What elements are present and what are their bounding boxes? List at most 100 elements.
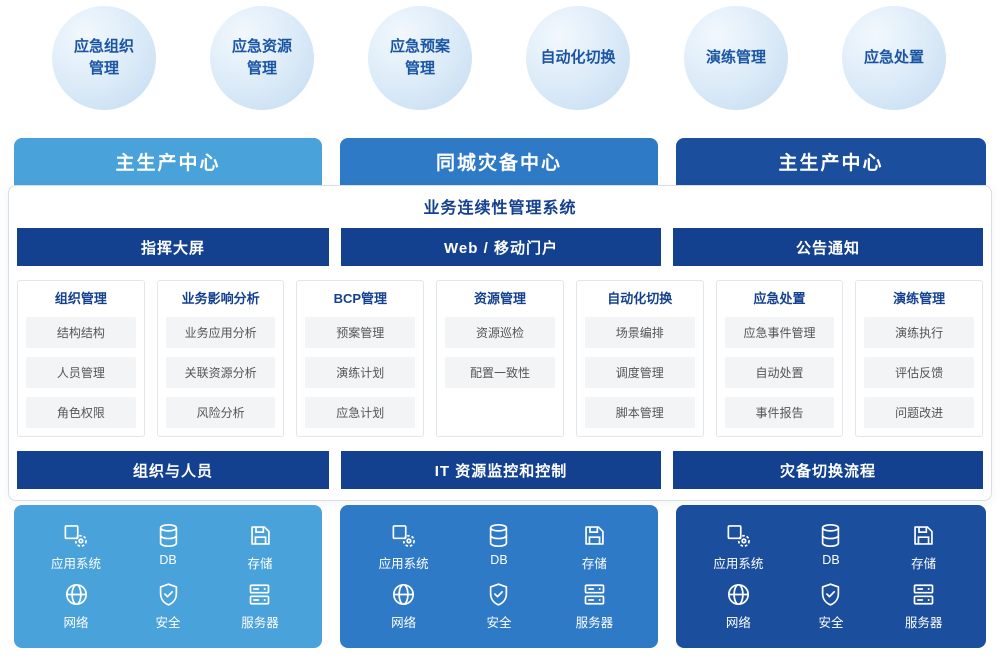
capability-circle-label: 应急预案 管理 bbox=[390, 36, 450, 80]
infra-item-label: 存储 bbox=[581, 557, 607, 571]
capability-line: 应急组织 bbox=[73, 38, 134, 56]
infra-item-label: 网络 bbox=[391, 616, 417, 630]
infra-item: 存储 bbox=[910, 522, 937, 572]
foundation-it-monitoring-control: IT 资源监控和控制 bbox=[341, 451, 661, 489]
capability-circles-row: 应急组织 管理 应急资源 管理 应急预案 管理 自动化切换 演练管理 bbox=[52, 6, 946, 110]
storage-icon bbox=[247, 522, 274, 549]
infra-item: DB bbox=[155, 522, 182, 572]
infra-item-label: DB bbox=[822, 553, 840, 567]
infra-item: 应用系统 bbox=[713, 522, 763, 572]
capability-line: 管理 bbox=[88, 60, 119, 77]
portal-announcement: 公告通知 bbox=[673, 228, 983, 266]
module-item: 调度管理 bbox=[584, 356, 695, 388]
portal-command-screen: 指挥大屏 bbox=[17, 228, 329, 266]
module-item: 评估反馈 bbox=[864, 356, 975, 388]
storage-icon bbox=[910, 522, 937, 549]
infra-item-label: 服务器 bbox=[904, 616, 943, 630]
infra-item-label: 安全 bbox=[486, 616, 512, 630]
infra-item: DB bbox=[817, 522, 844, 572]
centers-row: 主生产中心 同城灾备中心 主生产中心 bbox=[14, 138, 986, 185]
infra-item-label: 服务器 bbox=[241, 616, 279, 630]
center-bar-primary-production: 主生产中心 bbox=[14, 138, 322, 185]
infra-item: 服务器 bbox=[241, 581, 279, 631]
network-icon bbox=[725, 581, 752, 608]
capability-circle-emergency-response: 应急处置 bbox=[842, 6, 946, 110]
infra-item-label: 应用系统 bbox=[713, 557, 764, 571]
module-item: 应急计划 bbox=[305, 396, 416, 428]
infra-panel-same-city-dr: 应用系统 DB 存储 网络 安全 服务器 bbox=[340, 505, 658, 648]
capability-circle-label: 应急处置 bbox=[864, 47, 924, 69]
app-system-icon bbox=[725, 522, 752, 549]
security-icon bbox=[817, 581, 844, 608]
module-card-auto-switch: 自动化切换 场景编排 调度管理 脚本管理 bbox=[575, 280, 704, 437]
module-item: 关联资源分析 bbox=[165, 356, 276, 388]
infra-item: 应用系统 bbox=[51, 522, 101, 572]
capability-circle-auto-switch: 自动化切换 bbox=[526, 6, 630, 110]
server-icon bbox=[581, 581, 608, 608]
capability-circle-emergency-plan: 应急预案 管理 bbox=[368, 6, 472, 110]
capability-circle-label: 自动化切换 bbox=[540, 47, 615, 69]
module-item: 风险分析 bbox=[165, 396, 276, 428]
infra-item-label: 存储 bbox=[247, 557, 273, 571]
module-title: 组织管理 bbox=[54, 291, 107, 306]
capability-line: 应急处置 bbox=[863, 49, 924, 67]
capability-circle-emergency-resource: 应急资源 管理 bbox=[210, 6, 314, 110]
module-title: 资源管理 bbox=[474, 291, 527, 306]
security-icon bbox=[155, 581, 182, 608]
app-system-icon bbox=[62, 522, 89, 549]
infra-item: 网络 bbox=[725, 581, 752, 631]
module-item: 演练执行 bbox=[864, 316, 975, 348]
module-item: 角色权限 bbox=[26, 396, 136, 428]
infra-item-label: DB bbox=[159, 553, 177, 567]
infra-item-label: 网络 bbox=[725, 616, 751, 630]
module-title: BCP管理 bbox=[333, 291, 388, 306]
module-item: 自动处置 bbox=[724, 356, 835, 388]
infrastructure-row: 应用系统 DB 存储 网络 安全 服务器 bbox=[14, 505, 986, 648]
module-title: 演练管理 bbox=[893, 291, 946, 306]
module-item: 人员管理 bbox=[26, 356, 136, 388]
module-card-emergency-response: 应急处置 应急事件管理 自动处置 事件报告 bbox=[715, 280, 844, 437]
server-icon bbox=[910, 581, 937, 608]
foundation-org-personnel: 组织与人员 bbox=[17, 451, 329, 489]
infra-item: DB bbox=[485, 522, 512, 572]
database-icon bbox=[485, 522, 512, 549]
module-item: 资源巡检 bbox=[445, 316, 555, 348]
portal-row: 指挥大屏 Web / 移动门户 公告通知 bbox=[17, 228, 983, 266]
infra-panel-primary-production-2: 应用系统 DB 存储 网络 安全 服务器 bbox=[676, 505, 986, 648]
capability-circle-drill-mgmt: 演练管理 bbox=[684, 6, 788, 110]
foundation-row: 组织与人员 IT 资源监控和控制 灾备切换流程 bbox=[17, 451, 983, 489]
center-bar-primary-production-2: 主生产中心 bbox=[676, 138, 986, 185]
module-title: 自动化切换 bbox=[607, 291, 673, 306]
capability-line: 应急预案 bbox=[389, 38, 450, 56]
module-item: 事件报告 bbox=[724, 396, 835, 428]
infra-item: 服务器 bbox=[576, 581, 613, 631]
infra-item-label: 安全 bbox=[155, 616, 181, 630]
infra-item: 存储 bbox=[247, 522, 274, 572]
database-icon bbox=[155, 522, 182, 549]
capability-line: 应急资源 bbox=[231, 38, 292, 56]
portal-web-mobile: Web / 移动门户 bbox=[341, 228, 661, 266]
foundation-dr-switch-process: 灾备切换流程 bbox=[673, 451, 983, 489]
infra-item: 存储 bbox=[581, 522, 608, 572]
module-card-organization: 组织管理 结构结构 人员管理 角色权限 bbox=[17, 280, 145, 437]
security-icon bbox=[485, 581, 512, 608]
module-item: 问题改进 bbox=[864, 396, 975, 428]
database-icon bbox=[817, 522, 844, 549]
capability-circle-label: 应急资源 管理 bbox=[232, 36, 292, 80]
infra-item: 安全 bbox=[155, 581, 182, 631]
network-icon bbox=[63, 581, 90, 608]
app-system-icon bbox=[390, 522, 417, 549]
module-item: 结构结构 bbox=[26, 316, 136, 348]
module-card-drill-mgmt: 演练管理 演练执行 评估反馈 问题改进 bbox=[855, 280, 984, 437]
module-item: 演练计划 bbox=[305, 356, 416, 388]
server-icon bbox=[246, 581, 273, 608]
module-card-resource-mgmt: 资源管理 资源巡检 配置一致性 bbox=[436, 280, 564, 437]
bcm-system-panel: 业务连续性管理系统 指挥大屏 Web / 移动门户 公告通知 组织管理 结构结构… bbox=[8, 185, 992, 501]
infra-item: 服务器 bbox=[904, 581, 943, 631]
module-item: 业务应用分析 bbox=[165, 316, 276, 348]
infra-item: 安全 bbox=[485, 581, 512, 631]
infra-item-label: 应用系统 bbox=[378, 557, 429, 571]
capability-line: 管理 bbox=[404, 60, 435, 77]
system-title: 业务连续性管理系统 bbox=[423, 200, 577, 217]
